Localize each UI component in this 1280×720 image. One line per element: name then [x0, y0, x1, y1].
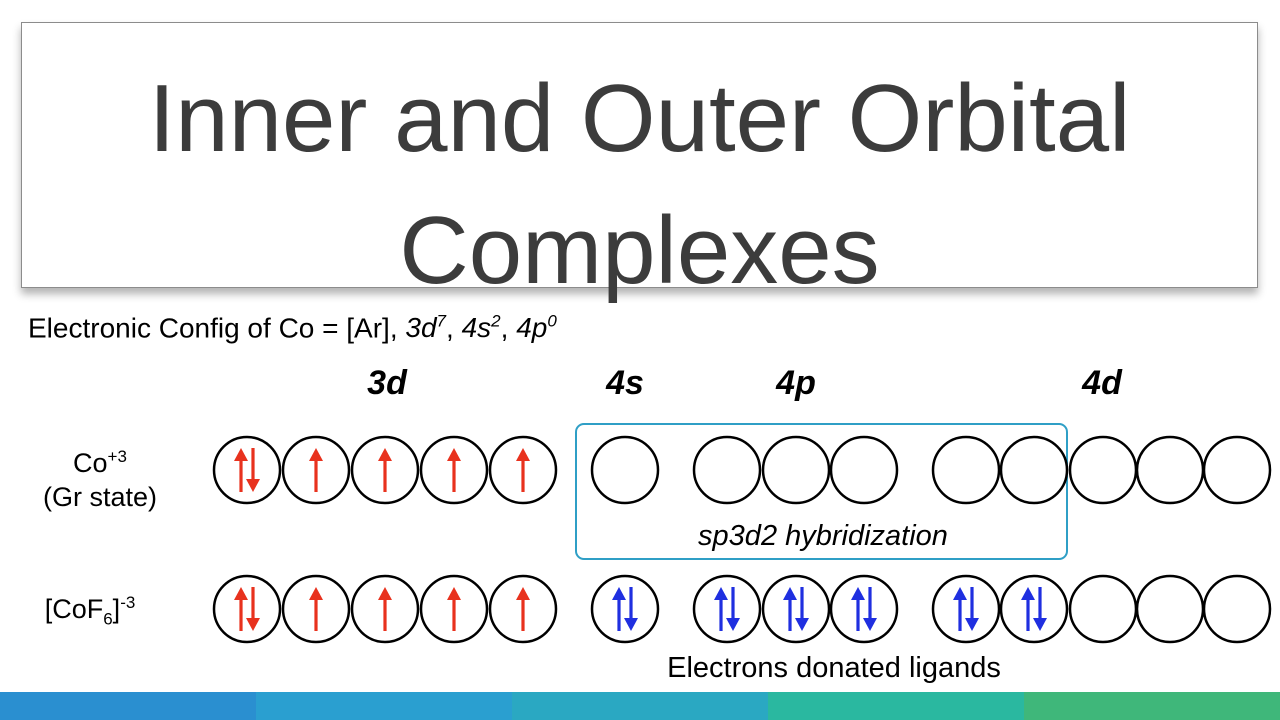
orbital-complex-3d-1	[212, 574, 282, 644]
ligand-electron-up-arrow	[612, 587, 626, 631]
row-label-complex: [CoF6]-3	[44, 593, 136, 629]
electron-up-arrow	[234, 448, 248, 492]
orbital-ground_state-4p-1	[692, 435, 762, 505]
title-line-1: Inner and Outer Orbital	[148, 65, 1131, 172]
bar-segment	[768, 692, 1024, 720]
orbital-complex-4d-5	[1202, 574, 1272, 644]
electron-up-arrow	[516, 587, 530, 631]
config-4s: 4s2	[461, 312, 501, 344]
electron-up-arrow	[447, 587, 461, 631]
orbital-complex-4s-1	[590, 574, 660, 644]
ligand-electron-up-arrow	[851, 587, 865, 631]
orbital-complex-4p-2	[761, 574, 831, 644]
orbital-ground_state-4d-2	[999, 435, 1069, 505]
electron-down-arrow	[246, 587, 260, 631]
hybridization-label: sp3d2 hybridization	[698, 520, 948, 552]
electron-up-arrow	[234, 587, 248, 631]
electronic-config: Electronic Config of Co = [Ar], 3d7, 4s2…	[28, 312, 557, 344]
ligand-electron-up-arrow	[714, 587, 728, 631]
electron-up-arrow	[378, 587, 392, 631]
bar-segment	[512, 692, 768, 720]
hybridization-box	[575, 423, 1068, 560]
row-label-ground-state: Co+3 (Gr state)	[42, 447, 158, 512]
header-4p: 4p	[776, 364, 816, 402]
title-line-2: Complexes	[399, 197, 880, 304]
orbital-complex-4d-1	[931, 574, 1001, 644]
orbital-ground_state-4d-4	[1135, 435, 1205, 505]
orbital-complex-4d-3	[1068, 574, 1138, 644]
orbital-complex-4p-1	[692, 574, 762, 644]
ligand-electron-down-arrow	[1033, 587, 1047, 631]
config-4p: 4p0	[516, 312, 557, 344]
ligand-electron-down-arrow	[795, 587, 809, 631]
orbital-complex-4d-2	[999, 574, 1069, 644]
electron-down-arrow	[246, 448, 260, 492]
ligand-electron-down-arrow	[965, 587, 979, 631]
ligand-electron-up-arrow	[953, 587, 967, 631]
ligand-electron-down-arrow	[863, 587, 877, 631]
bar-segment	[1024, 692, 1280, 720]
donated-electrons-label: Electrons donated ligands	[667, 652, 1001, 684]
ligand-electron-down-arrow	[624, 587, 638, 631]
config-3d: 3d7	[405, 312, 447, 344]
header-3d: 3d	[367, 364, 407, 402]
bottom-color-bar	[0, 692, 1280, 720]
electron-up-arrow	[378, 448, 392, 492]
ligand-electron-up-arrow	[783, 587, 797, 631]
electron-up-arrow	[309, 587, 323, 631]
header-4s: 4s	[606, 364, 644, 402]
electron-up-arrow	[309, 448, 323, 492]
header-4d: 4d	[1082, 364, 1122, 402]
orbital-ground_state-4s-1	[590, 435, 660, 505]
title-box: Inner and Outer Orbital Complexes	[21, 22, 1258, 299]
ligand-electron-down-arrow	[726, 587, 740, 631]
orbital-complex-4d-4	[1135, 574, 1205, 644]
bar-segment	[0, 692, 256, 720]
orbital-ground_state-3d-1	[212, 435, 282, 505]
orbital-ground_state-4p-3	[829, 435, 899, 505]
electron-up-arrow	[447, 448, 461, 492]
orbital-ground_state-4d-1	[931, 435, 1001, 505]
orbital-complex-4p-3	[829, 574, 899, 644]
bar-segment	[256, 692, 512, 720]
ligand-electron-up-arrow	[1021, 587, 1035, 631]
orbital-ground_state-4p-2	[761, 435, 831, 505]
orbital-ground_state-4d-3	[1068, 435, 1138, 505]
orbital-ground_state-4d-5	[1202, 435, 1272, 505]
electron-up-arrow	[516, 448, 530, 492]
config-prefix: Electronic Config of Co = [Ar],	[28, 312, 406, 344]
